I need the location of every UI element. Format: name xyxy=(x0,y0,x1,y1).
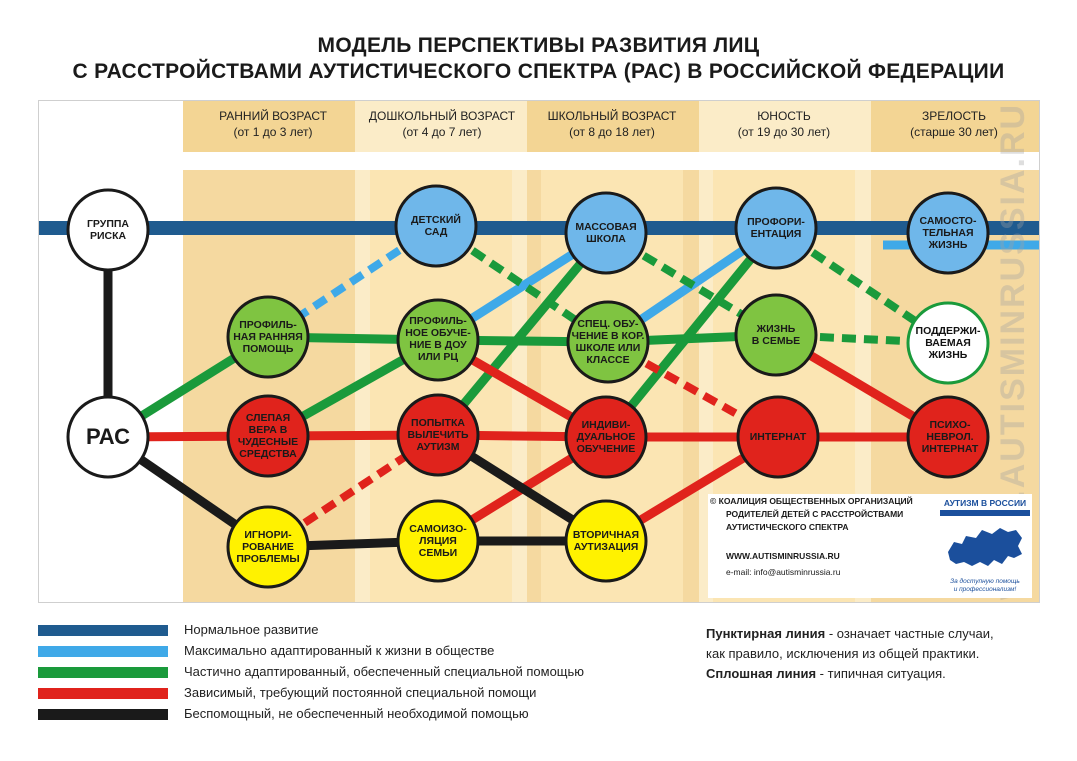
column-range: (от 19 до 30 лет) xyxy=(737,125,831,139)
legend-label: Максимально адаптированный к жизни в общ… xyxy=(184,643,495,658)
column-label: РАННИЙ ВОЗРАСТ xyxy=(219,109,327,123)
circle-independent-life xyxy=(906,191,990,275)
line-style-notes: Пунктирная линия - означает частные случ… xyxy=(706,624,1066,684)
diagram-title-line-1: МОДЕЛЬ ПЕРСПЕКТИВЫ РАЗВИТИЯ ЛИЦ xyxy=(317,34,760,57)
legend-swatch xyxy=(38,709,168,720)
russia-map-icon xyxy=(948,528,1022,566)
column-label: ШКОЛЬНЫЙ ВОЗРАСТ xyxy=(547,109,677,123)
column-range: (от 1 до 3 лет) xyxy=(233,125,313,139)
dashed-desc: - означает частные случаи, xyxy=(825,626,994,641)
line-green-individual-to-career xyxy=(602,225,780,440)
circle-cure-attempt xyxy=(396,393,480,477)
email-link[interactable]: e-mail: info@autisminrussia.ru xyxy=(726,567,841,577)
circle-risk-group xyxy=(66,188,150,272)
autism-in-russia-logo: АУТИЗМ В РОССИИ За доступную помощь и пр… xyxy=(940,498,1030,594)
column-header-band xyxy=(871,100,1040,152)
circle-blind-faith xyxy=(226,394,310,478)
column-range: (старше 30 лет) xyxy=(910,125,998,139)
column-label: ЗРЕЛОСТЬ xyxy=(922,109,986,123)
column-header-band xyxy=(699,100,871,152)
website-link[interactable]: WWW.AUTISMINRUSSIA.RU xyxy=(726,551,840,561)
coalition-info-box: © КОАЛИЦИЯ ОБЩЕСТВЕННЫХ ОРГАНИЗАЦИЙ РОДИ… xyxy=(708,494,1032,598)
legend-label: Нормальное развитие xyxy=(184,622,319,637)
legend: Нормальное развитие Максимально адаптиро… xyxy=(38,622,678,732)
legend-swatch xyxy=(38,646,168,657)
circle-ras xyxy=(66,395,150,479)
circle-early-help xyxy=(226,295,310,379)
column-head-maturity: ЗРЕЛОСТЬ (старше 30 лет) xyxy=(868,108,1040,140)
coalition-line-2: РОДИТЕЛЕЙ ДЕТЕЙ С РАССТРОЙСТВАМИ xyxy=(726,509,904,519)
column-header-band xyxy=(355,100,527,152)
column-head-early: РАННИЙ ВОЗРАСТ (от 1 до 3 лет) xyxy=(188,108,358,140)
column-header-band xyxy=(183,100,355,152)
circle-family-isolation xyxy=(396,499,480,583)
legend-swatch xyxy=(38,625,168,636)
legend-label: Беспомощный, не обеспеченный необходимой… xyxy=(184,706,529,721)
circle-individual-education xyxy=(564,395,648,479)
coalition-line-3: АУТИСТИЧЕСКОГО СПЕКТРА xyxy=(726,522,849,532)
solid-desc: - типичная ситуация. xyxy=(816,666,946,681)
circle-family-life xyxy=(734,293,818,377)
circle-ignoring-problem xyxy=(226,505,310,589)
logo-caption: За доступную помощь и профессионализм! xyxy=(950,578,1020,593)
circle-psycho-boarding xyxy=(906,395,990,479)
dashed-desc-2: как правило, исключения из общей практик… xyxy=(706,646,980,661)
column-head-preschool: ДОШКОЛЬНЫЙ ВОЗРАСТ (от 4 до 7 лет) xyxy=(356,108,528,140)
column-range: (от 8 до 18 лет) xyxy=(569,125,655,139)
column-head-youth: ЮНОСТЬ (от 19 до 30 лет) xyxy=(698,108,870,140)
column-range: (от 4 до 7 лет) xyxy=(402,125,482,139)
coalition-line-1: © КОАЛИЦИЯ ОБЩЕСТВЕННЫХ ОРГАНИЗАЦИЙ xyxy=(710,496,913,506)
circle-kindergarten xyxy=(394,184,478,268)
column-label: ДОШКОЛЬНЫЙ ВОЗРАСТ xyxy=(368,109,516,123)
dashed-term: Пунктирная линия xyxy=(706,626,826,641)
circle-secondary-autism xyxy=(564,499,648,583)
circle-mass-school xyxy=(564,191,648,275)
column-head-school: ШКОЛЬНЫЙ ВОЗРАСТ (от 8 до 18 лет) xyxy=(526,108,698,140)
diagram-title-line-2: С РАССТРОЙСТВАМИ АУТИСТИЧЕСКОГО СПЕКТРА … xyxy=(72,60,1005,83)
diagram-stage: РАННИЙ ВОЗРАСТ (от 1 до 3 лет) ДОШКОЛЬНЫ… xyxy=(38,100,1040,603)
legend-swatch xyxy=(38,667,168,678)
solid-term: Сплошная линия xyxy=(706,666,817,681)
column-label: ЮНОСТЬ xyxy=(757,109,811,123)
legend-label: Зависимый, требующий постоянной специаль… xyxy=(184,685,537,700)
circle-career-guidance xyxy=(734,186,818,270)
circle-boarding xyxy=(736,395,820,479)
line-green-cure-to-school xyxy=(434,230,610,438)
circle-special-school xyxy=(566,300,650,384)
circle-supported-life xyxy=(906,301,990,385)
logo-underline xyxy=(940,510,1030,516)
legend-swatch xyxy=(38,688,168,699)
dashed-note: Пунктирная линия - означает частные случ… xyxy=(706,624,1066,644)
diagram-frame xyxy=(38,100,1040,603)
legend-label: Частично адаптированный, обеспеченный сп… xyxy=(184,664,585,679)
circle-preschool-training xyxy=(396,298,480,382)
solid-note: Сплошная линия - типичная ситуация. xyxy=(706,664,1066,684)
column-header-band xyxy=(527,100,699,152)
logo-title: АУТИЗМ В РОССИИ xyxy=(943,498,1027,508)
